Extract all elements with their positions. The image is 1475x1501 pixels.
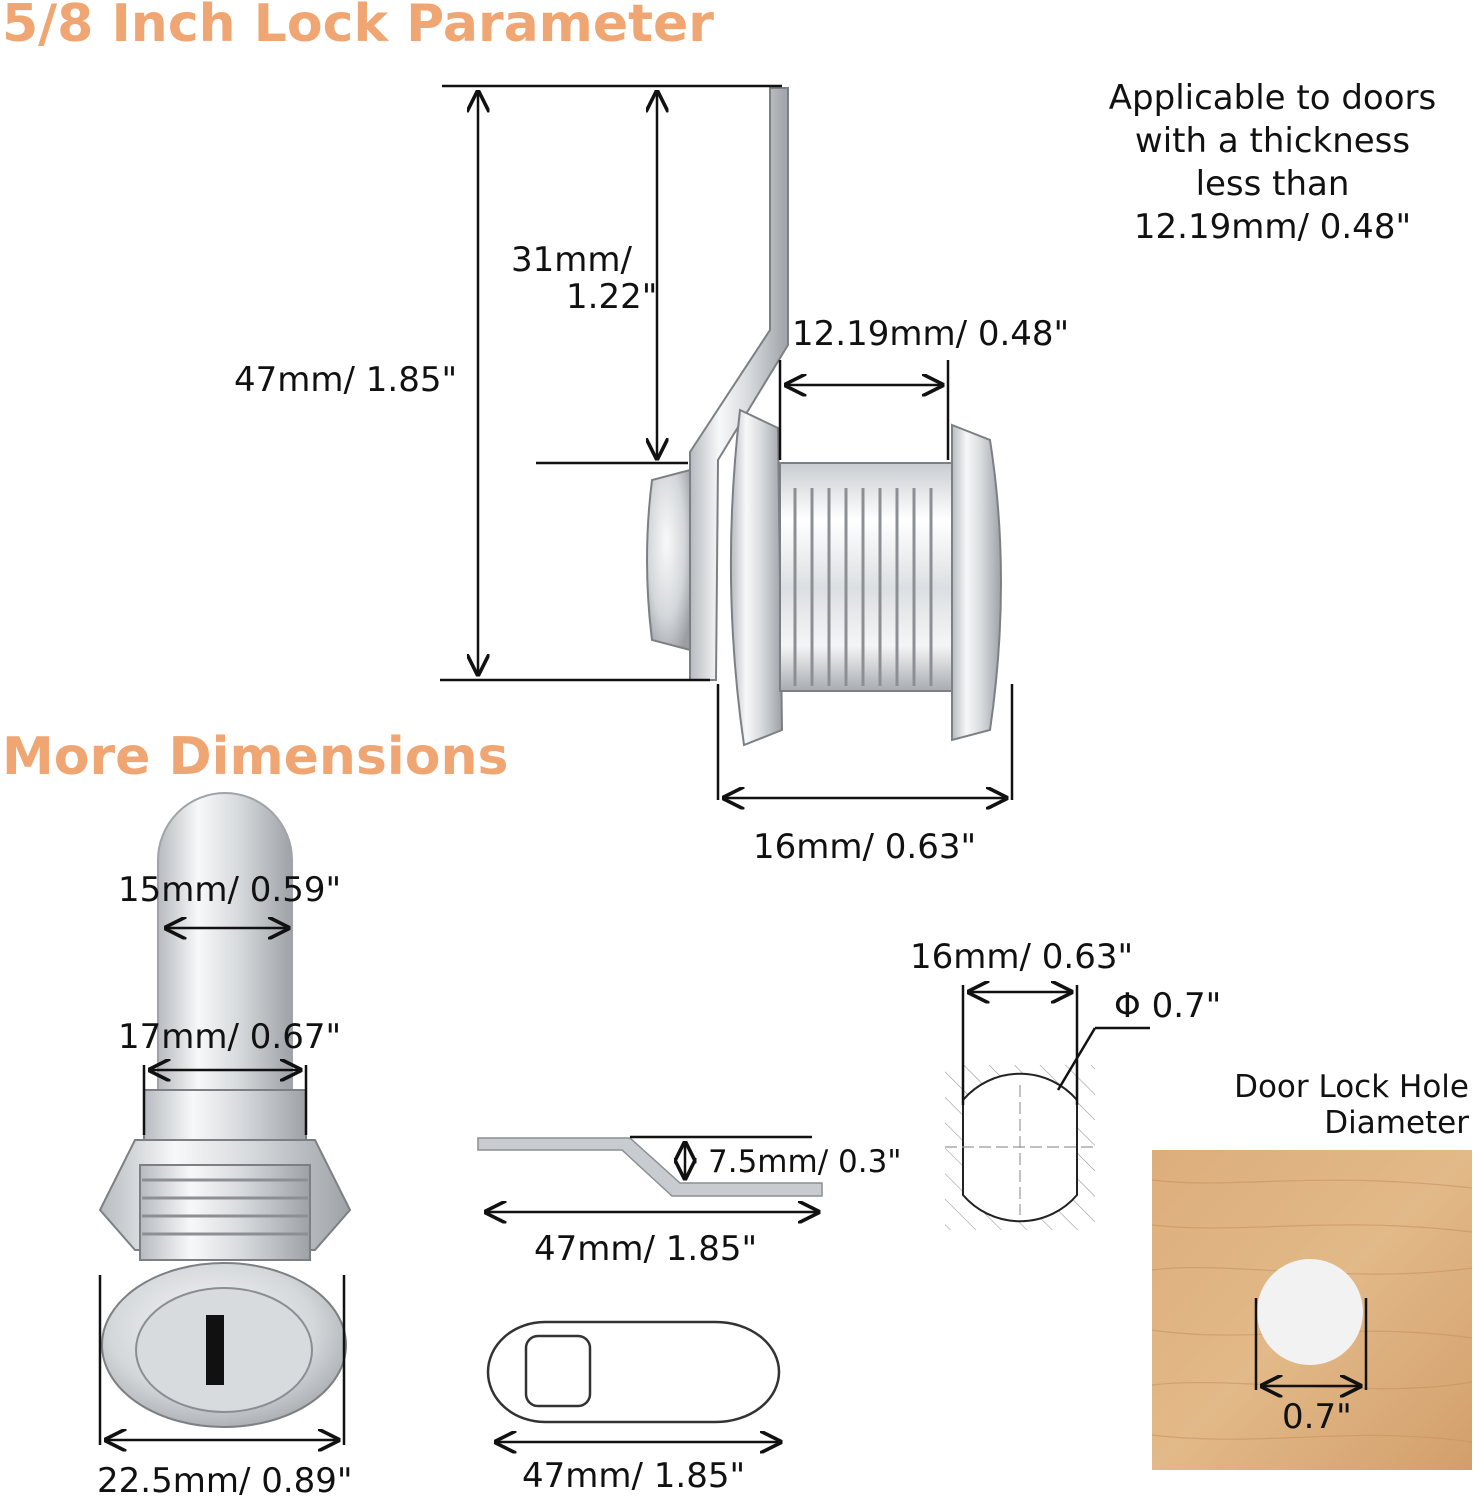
body-length-label: 16mm/ 0.63" xyxy=(753,827,977,867)
lock-bezel xyxy=(729,408,784,747)
cam-arm xyxy=(689,87,789,681)
lock-front-view xyxy=(98,792,352,1428)
lock-nut xyxy=(951,423,1002,742)
note-line-4: 12.19mm/ 0.48" xyxy=(1133,207,1412,247)
cam-height-label-line1: 31mm/ xyxy=(511,240,632,280)
keyhole-icon xyxy=(206,1315,224,1385)
cam-square-hole xyxy=(524,1334,592,1408)
lock-knob xyxy=(646,468,691,652)
wood-panel xyxy=(1152,1150,1472,1470)
cam-side-length-label: 47mm/ 1.85" xyxy=(534,1229,758,1269)
hole-profile xyxy=(945,1065,1095,1230)
face-diameter-label: 22.5mm/ 0.89" xyxy=(97,1461,353,1501)
hole-flat-width-label: 16mm/ 0.63" xyxy=(910,937,1134,977)
door-hole-circle xyxy=(1257,1259,1363,1365)
note-line-3: less than xyxy=(1195,164,1350,204)
note-line-1: Applicable to doors xyxy=(1108,78,1437,118)
door-lock-hole-title-line1: Door Lock Hole xyxy=(1234,1069,1469,1105)
door-hole-diameter-label: 0.7" xyxy=(1282,1397,1352,1437)
threaded-body xyxy=(779,462,953,692)
main-lock-side-view xyxy=(646,87,1002,747)
note-line-2: with a thickness xyxy=(1134,121,1411,161)
cam-top-outline xyxy=(486,1320,781,1424)
cam-height-label-line2: 1.22" xyxy=(566,277,658,317)
door-lock-hole-title-line2: Diameter xyxy=(1324,1105,1469,1141)
cam-width-label: 15mm/ 0.59" xyxy=(118,870,342,910)
hole-diameter-label: Φ 0.7" xyxy=(1114,986,1222,1026)
cam-side-dimension-lines xyxy=(486,1135,818,1212)
cam-top-length-label: 47mm/ 1.85" xyxy=(522,1456,746,1496)
hole-dimension-lines xyxy=(961,985,1150,1105)
thread-grooves xyxy=(793,488,933,686)
front-dimension-lines xyxy=(98,928,346,1445)
front-thread-lines xyxy=(142,1178,308,1236)
door-lock-hole-title: Door Lock Hole Diameter xyxy=(1234,1069,1469,1141)
front-cam-plate xyxy=(157,792,293,1091)
lock-parameter-heading: 5/8 Inch Lock Parameter xyxy=(2,0,714,54)
main-dimension-lines xyxy=(440,84,1014,800)
door-thickness-note: Applicable to doors with a thickness les… xyxy=(1090,77,1455,249)
total-height-label: 47mm/ 1.85" xyxy=(234,360,458,400)
door-thickness-label: 12.19mm/ 0.48" xyxy=(792,314,1070,354)
nut-width-label: 17mm/ 0.67" xyxy=(118,1017,342,1057)
more-dimensions-heading: More Dimensions xyxy=(2,727,509,787)
cam-side-profile xyxy=(477,1137,823,1197)
front-thread-top xyxy=(143,1089,307,1141)
cam-top-shape xyxy=(486,1320,781,1424)
cam-side-shape xyxy=(477,1137,823,1197)
cam-offset-label: 7.5mm/ 0.3" xyxy=(708,1144,902,1180)
